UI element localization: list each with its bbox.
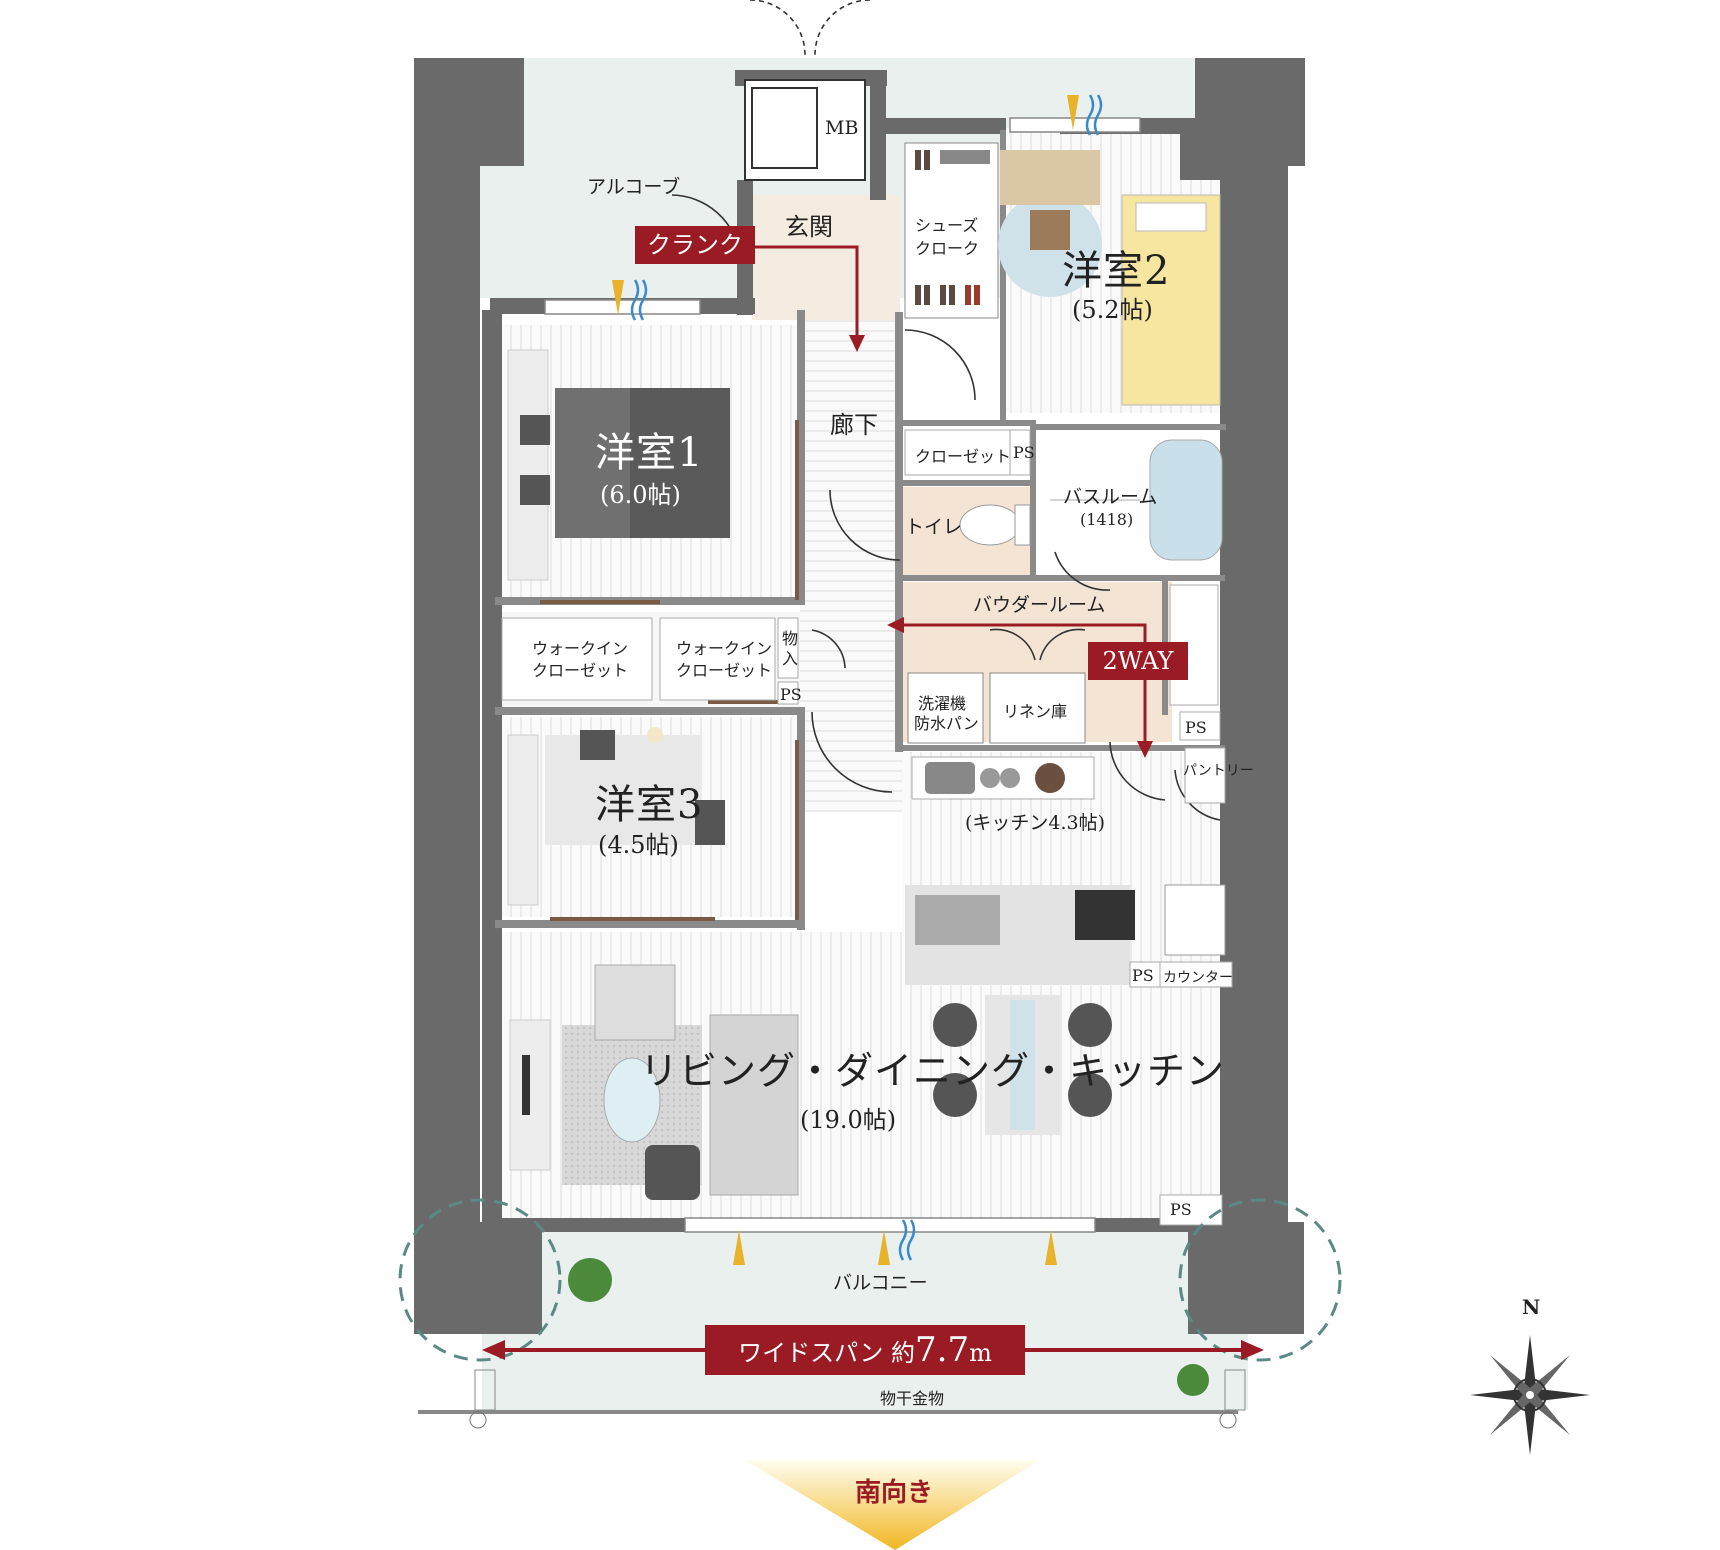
corridor-floor: [800, 312, 902, 812]
wic-left-label-2: クローゼット: [532, 661, 629, 680]
closet-label: クローゼット: [915, 447, 1012, 466]
closet: [904, 429, 1011, 476]
drying-hardware-label: 物干金物: [880, 1389, 945, 1408]
shoes-closet-label-2: クローク: [915, 239, 980, 258]
ps-box: [1129, 961, 1161, 988]
counter-label: カウンター: [1163, 970, 1233, 986]
ps-box: [1179, 711, 1221, 741]
wic-right-label-1: ウォークイン: [676, 639, 773, 658]
wide-span-unit: m: [969, 1339, 992, 1367]
bathroom-size: (1418): [1080, 510, 1134, 529]
mb-box: [744, 79, 866, 181]
toilet-label: トイレ: [905, 516, 963, 538]
south-label: 南向き: [855, 1478, 934, 1508]
linen-label: リネン庫: [1003, 702, 1068, 721]
balcony-floor: [482, 1232, 1248, 1410]
washer-icon: [907, 672, 984, 744]
storage-label-2: 入: [782, 649, 799, 668]
alcove-label: アルコーブ: [587, 176, 681, 198]
storage-label-1: 物: [782, 629, 799, 648]
south-arrow: [745, 1460, 1040, 1550]
compass-icon: [1470, 1335, 1590, 1455]
toilet-icon: [959, 504, 1021, 546]
north-label: N: [1522, 1295, 1541, 1319]
wide-span-tag: ワイドスパン 約7.7m: [705, 1325, 1025, 1375]
ldk-name: リビング・ダイニング・キッチン: [640, 1049, 1226, 1093]
washer-label-2: 防水パン: [914, 714, 979, 733]
washer-label-1: 洗濯機: [918, 694, 967, 713]
sofa-icon: [709, 1014, 799, 1196]
yoshitsu3-size: (4.5帖): [598, 831, 679, 859]
storage: [777, 617, 799, 679]
yoshitsu1-name: 洋室1: [595, 430, 704, 476]
plant-icon: [568, 1258, 612, 1302]
wind-markers: [630, 94, 1103, 1261]
pantry-label: パントリー: [1183, 763, 1254, 779]
wide-span-prefix: ワイドスパン 約: [738, 1339, 915, 1367]
coffee-table-icon: [603, 1057, 661, 1143]
ps-box: [1159, 1194, 1223, 1226]
shoes-icon: [915, 150, 990, 305]
yoshitsu1-size: (6.0帖): [600, 481, 681, 509]
pantry-icon: [1184, 747, 1226, 804]
ps-label: PS: [1185, 718, 1207, 737]
counter-box: [1159, 961, 1233, 988]
powder-room-label: バウダールーム: [973, 594, 1106, 616]
genkan-label: 玄関: [785, 213, 833, 241]
wic-right-label-2: クローゼット: [676, 661, 773, 680]
ps-label: PS: [1170, 1200, 1192, 1219]
bathroom-name: バスルーム: [1063, 486, 1158, 508]
wide-span-value: 7.7: [915, 1330, 970, 1370]
plant-icon: [1177, 1364, 1209, 1396]
ps-label: PS: [780, 685, 802, 704]
yoshitsu3-name: 洋室3: [595, 782, 704, 828]
balcony-label: バルコニー: [833, 1272, 928, 1294]
wood-frames: [540, 420, 799, 921]
ps-box: [777, 681, 799, 705]
wic-left-label-1: ウォークイン: [532, 639, 629, 658]
sunlight-markers: [612, 95, 1079, 1265]
kitchen-size: (キッチン4.3帖): [965, 812, 1106, 834]
armchair-icon: [594, 964, 676, 1041]
ps-label: PS: [1132, 966, 1154, 985]
two-way-arrow: [895, 623, 1147, 750]
crank-tag: クランク: [635, 226, 755, 264]
wic-right: [659, 617, 776, 701]
wic-left: [501, 617, 653, 701]
corridor-label: 廊下: [830, 411, 878, 439]
yoshitsu2-name: 洋室2: [1062, 248, 1171, 294]
desk-icon: [1000, 150, 1100, 205]
yoshitsu2-size: (5.2帖): [1072, 296, 1153, 324]
bathtub-icon: [1149, 439, 1223, 561]
shoes-closet-label-1: シューズ: [915, 216, 979, 235]
ps-box: [1009, 429, 1031, 476]
genkan-floor: [752, 195, 900, 320]
crank-arrow: [750, 245, 859, 345]
mb-label: MB: [825, 117, 859, 139]
ldk-size: (19.0帖): [800, 1106, 897, 1134]
two-way-tag: 2WAY: [1088, 642, 1188, 680]
span-markers: [398, 1198, 1342, 1362]
windows: [544, 117, 1141, 1233]
linen-icon: [989, 672, 1086, 744]
desk-icon: [545, 735, 700, 845]
ps-label: PS: [1013, 443, 1035, 462]
